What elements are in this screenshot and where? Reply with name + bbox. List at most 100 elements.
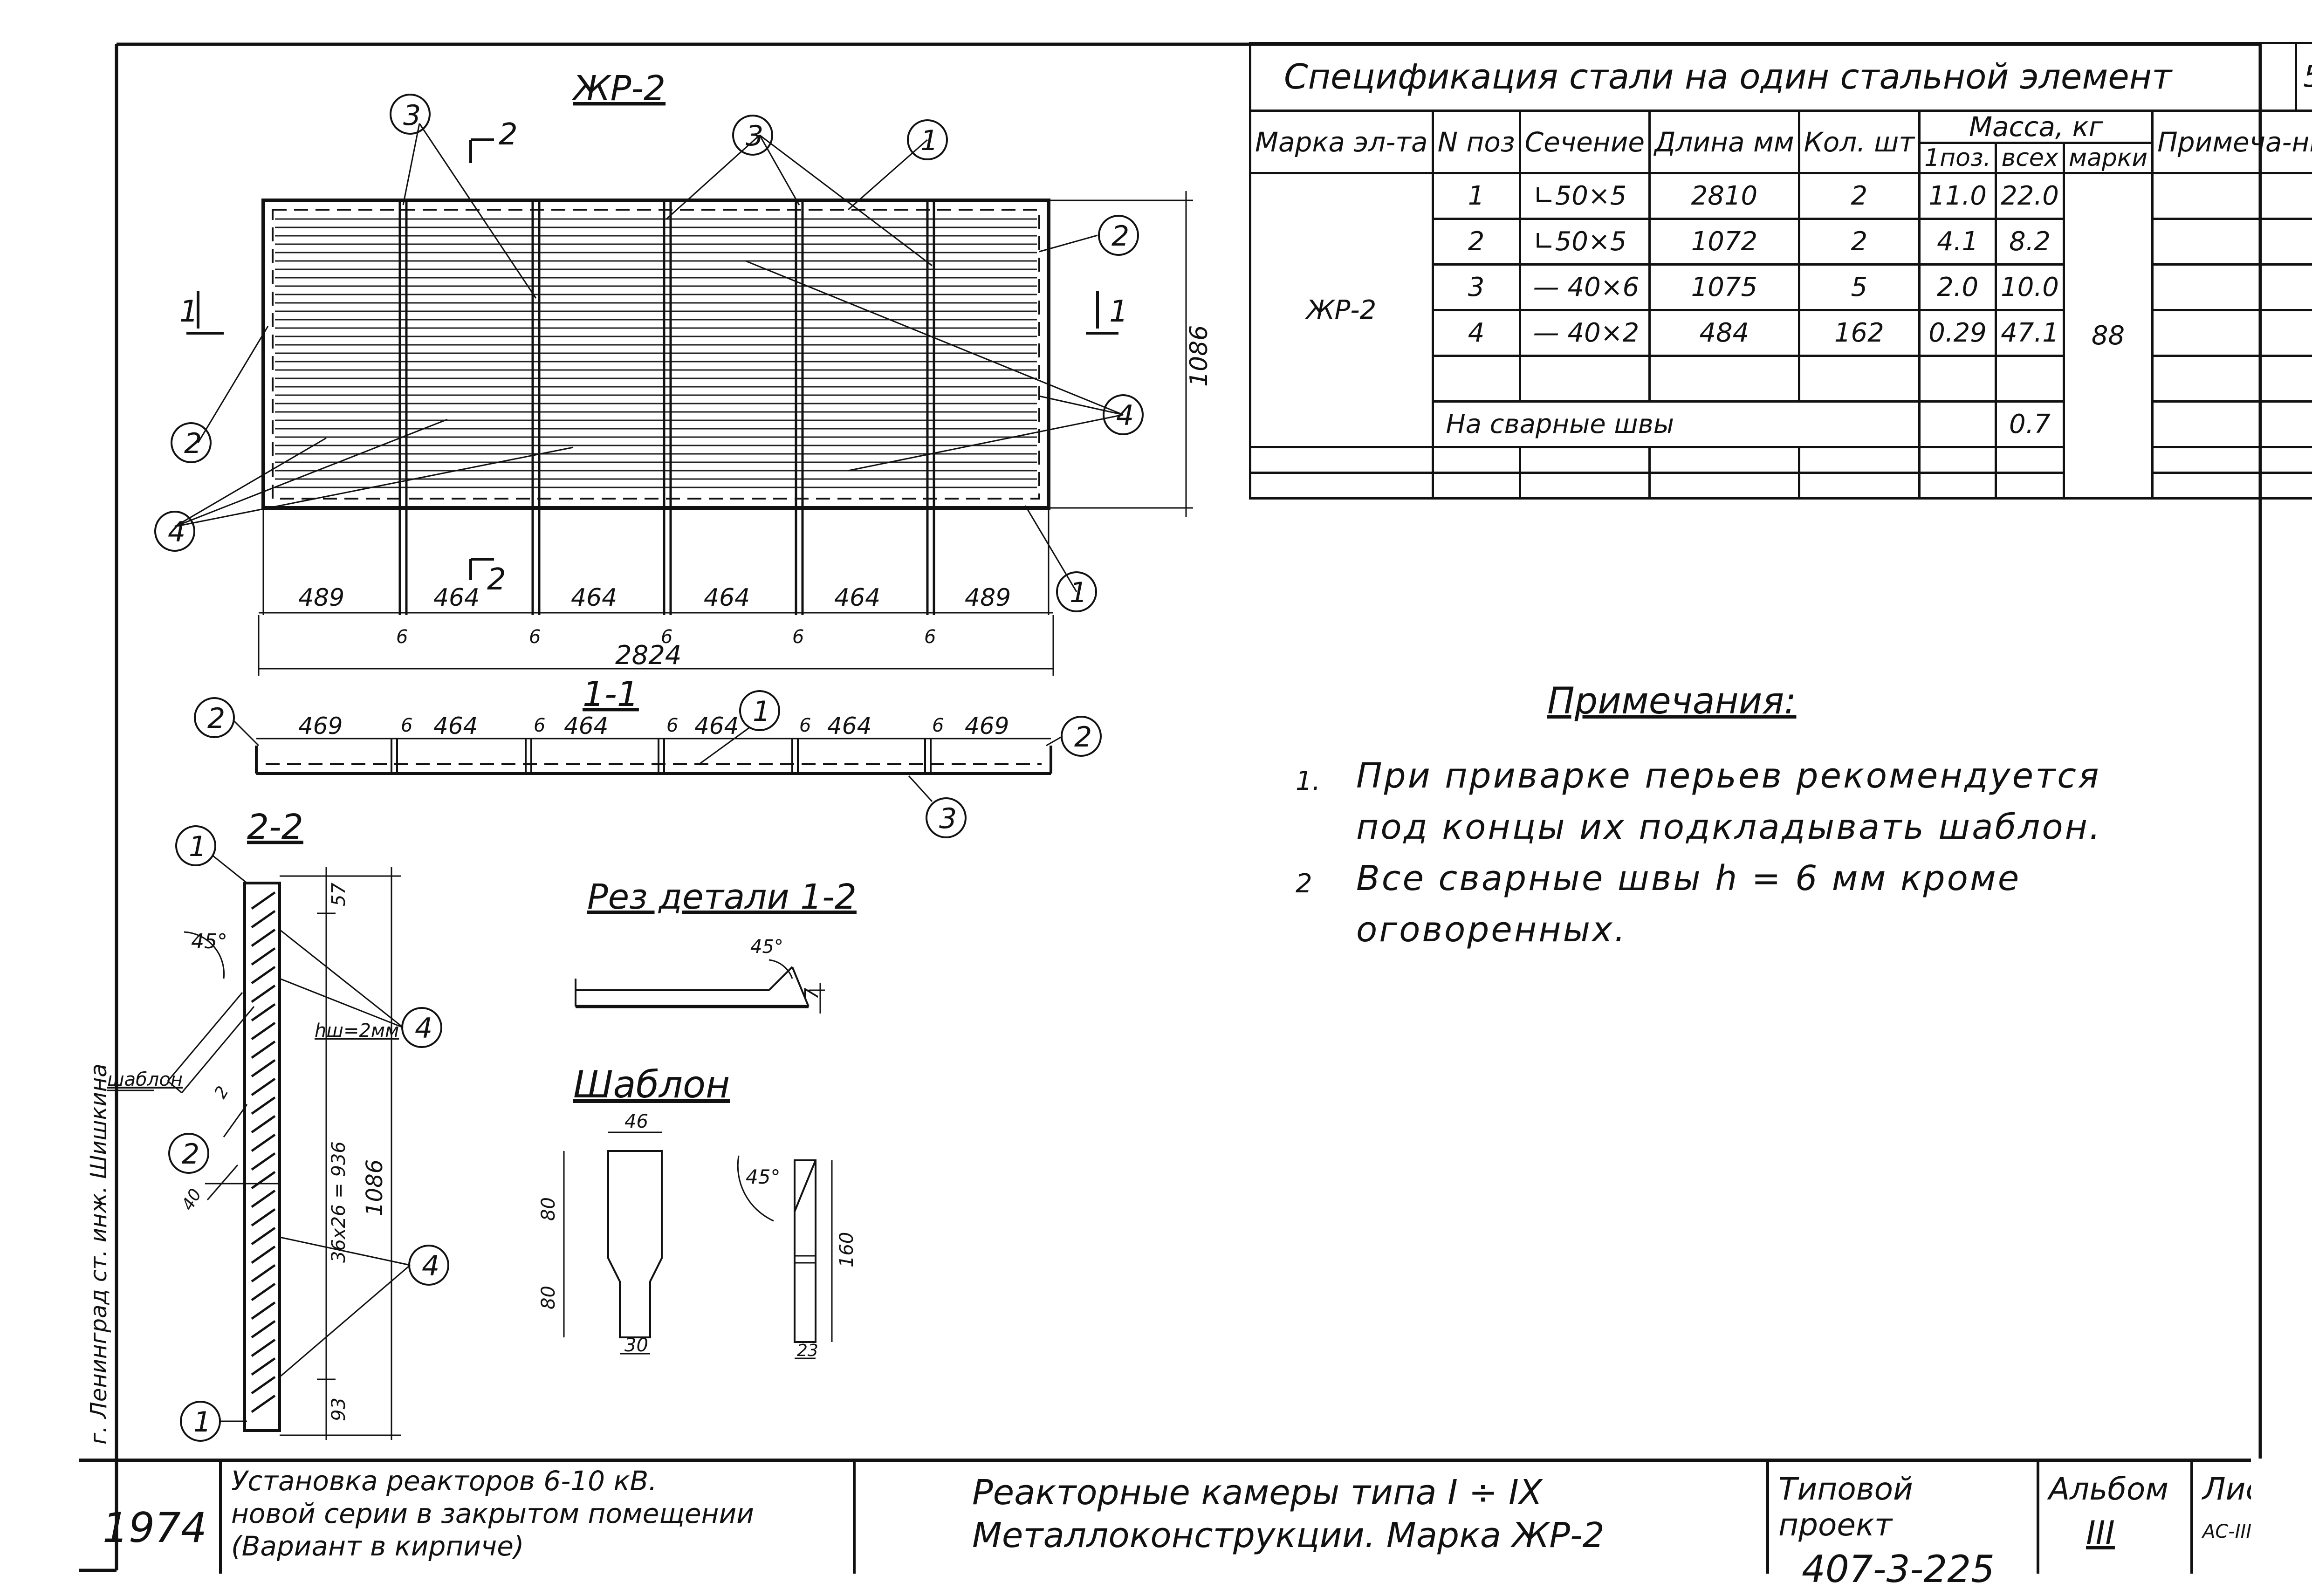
- header-qty: Кол. шт: [1797, 110, 1921, 174]
- steel-specification-table: Спецификация стали на один стальной элем…: [1249, 42, 2312, 500]
- callout-2d: 2: [1061, 716, 1102, 757]
- svg-text:1: 1: [189, 830, 206, 863]
- welds-label: На сварные швы: [1431, 400, 1921, 448]
- dim-bottom-1: 489: [298, 584, 344, 612]
- stamp-desc-line-1: Установка реакторов 6-10 кВ.: [231, 1465, 657, 1497]
- note-1-text: При приварке перьев рекомендуется под ко…: [1356, 756, 2102, 847]
- spec-sheet-number: 54: [2294, 42, 2312, 112]
- row1-qty: 2: [1797, 172, 1921, 220]
- template-upper-height: 80: [538, 1197, 559, 1221]
- stamp-desc-line-2: новой серии в закрытом помещении: [231, 1498, 754, 1529]
- template-bottom-width: 30: [624, 1335, 648, 1356]
- sec-dim-9: 464: [827, 712, 871, 740]
- note-2-text: Все сварные швы h = 6 мм кроме оговоренн…: [1356, 858, 2021, 950]
- svg-text:2: 2: [487, 562, 506, 597]
- mark-mass: 88: [2062, 172, 2154, 500]
- section-1-1: 1-1 469 6 464 6 464 6 464 6 464 6 469 2 …: [194, 674, 1102, 838]
- table-row: [1249, 446, 2312, 474]
- template-title: Шаблон: [573, 1063, 730, 1106]
- dim-bottom-2: 464: [433, 584, 480, 612]
- svg-text:3: 3: [746, 120, 763, 152]
- header-pos: N поз: [1431, 110, 1521, 174]
- welds-mass: 0.7: [1995, 400, 2065, 448]
- section-mark-2-top: 2: [469, 117, 518, 163]
- section-mark-1-right: 1: [1086, 291, 1128, 335]
- row4-section: — 40×2: [1518, 309, 1651, 357]
- sec22-bottom-dim: 93: [328, 1397, 350, 1421]
- svg-text:3: 3: [939, 802, 957, 835]
- dim-bottom-4: 464: [704, 584, 750, 612]
- callout-2e: 2: [168, 1133, 209, 1174]
- svg-text:2: 2: [207, 702, 225, 735]
- detail-cut: Рез детали 1-2 45° 7: [575, 877, 857, 1014]
- template-base: 23: [797, 1341, 818, 1360]
- header-mass-all: всех: [1995, 142, 2065, 174]
- stamp-title-line-1: Реакторные камеры типа I ÷ IX: [972, 1473, 1543, 1513]
- section-2-2-title: 2-2: [247, 807, 303, 847]
- dim-gap-1: 6: [396, 626, 408, 648]
- table-row: ЖР-2 1 ∟50×5 2810 2 11.0 22.0 88: [1249, 172, 2312, 500]
- section-mark-2-bottom: 2: [469, 558, 506, 597]
- svg-text:4: 4: [415, 1012, 432, 1045]
- row4-qty: 162: [1797, 309, 1921, 357]
- template-top-width: 46: [624, 1111, 648, 1132]
- svg-text:1: 1: [753, 695, 770, 728]
- stamp-album-label: Альбом: [2049, 1471, 2169, 1507]
- callout-4d: 4: [408, 1245, 449, 1286]
- dim-gap-5: 6: [924, 626, 936, 648]
- row3-pos: 3: [1431, 263, 1521, 311]
- sec-dim-2: 6: [401, 715, 412, 736]
- sec-dim-8: 6: [799, 715, 811, 736]
- svg-text:2: 2: [1074, 721, 1092, 753]
- callout-4a: 4: [1103, 394, 1144, 435]
- note-item: 2 Все сварные швы h = 6 мм кроме оговоре…: [1296, 853, 2148, 955]
- header-mass-mark: марки: [2062, 142, 2154, 174]
- row1-pos: 1: [1431, 172, 1521, 220]
- header-note: Примеча-ние: [2151, 110, 2312, 174]
- svg-text:1: 1: [1109, 295, 1128, 329]
- svg-text:1: 1: [1070, 576, 1087, 609]
- callout-3b: 3: [732, 115, 773, 156]
- stamp-project: Типовой проект 407-3-225: [1766, 1462, 2037, 1591]
- row3-section: — 40×6: [1518, 263, 1651, 311]
- section-1-1-title: 1-1: [583, 674, 639, 714]
- detail-cut-angle: 45°: [750, 936, 783, 958]
- stamp-album-number: III: [2086, 1514, 2115, 1552]
- sec-dim-7: 464: [694, 712, 739, 740]
- sec22-small-b: 40: [178, 1185, 205, 1213]
- svg-text:3: 3: [403, 99, 421, 132]
- sec-dim-5: 464: [564, 712, 608, 740]
- stamp-desc-line-3: (Вариант в кирпиче): [231, 1530, 524, 1562]
- header-section: Сечение: [1518, 110, 1651, 174]
- title-block: 1974 Установка реакторов 6-10 кВ. новой …: [79, 1459, 2251, 1591]
- table-row: [1250, 355, 2312, 403]
- header-mass-pos: 1поз.: [1918, 142, 1997, 174]
- callout-4c: 4: [401, 1007, 442, 1048]
- sec-dim-3: 464: [433, 712, 478, 740]
- row2-mass-pos: 4.1: [1918, 218, 1997, 266]
- row1-section: ∟50×5: [1518, 172, 1651, 220]
- margin-text: г. Ленинград ст. инж. Шишкина: [86, 1064, 112, 1445]
- callout-1b: 1: [1056, 571, 1097, 612]
- callout-2b: 2: [171, 422, 212, 463]
- template-angle: 45°: [746, 1165, 780, 1188]
- stamp-project-number: 407-3-225: [1802, 1548, 1995, 1591]
- spec-title: Спецификация стали на один стальной элем…: [1249, 42, 2297, 112]
- table-row: 2 ∟50×5 1072 2 4.1 8.2: [1250, 218, 2312, 266]
- sec22-template-label: шаблон: [107, 1069, 183, 1090]
- sec-dim-4: 6: [534, 715, 545, 736]
- stamp-title: Реакторные камеры типа I ÷ IX Металлокон…: [853, 1462, 1766, 1574]
- svg-text:1: 1: [193, 1406, 211, 1438]
- stamp-sheet-label: Лист: [2202, 1471, 2251, 1507]
- dim-bottom-5: 464: [834, 584, 880, 612]
- callout-3c: 3: [926, 797, 967, 838]
- row1-mass-pos: 11.0: [1918, 172, 1997, 220]
- stamp-description: Установка реакторов 6-10 кВ. новой серии…: [219, 1462, 853, 1574]
- row3-qty: 5: [1797, 263, 1921, 311]
- svg-text:2: 2: [1111, 220, 1129, 253]
- notes: Примечания: 1. При приварке перьев реком…: [1296, 680, 2148, 955]
- notes-title: Примечания:: [1547, 680, 1797, 722]
- table-row: 3 — 40×6 1075 5 2.0 10.0: [1250, 263, 2312, 311]
- detail-cut-dim: 7: [801, 987, 823, 1000]
